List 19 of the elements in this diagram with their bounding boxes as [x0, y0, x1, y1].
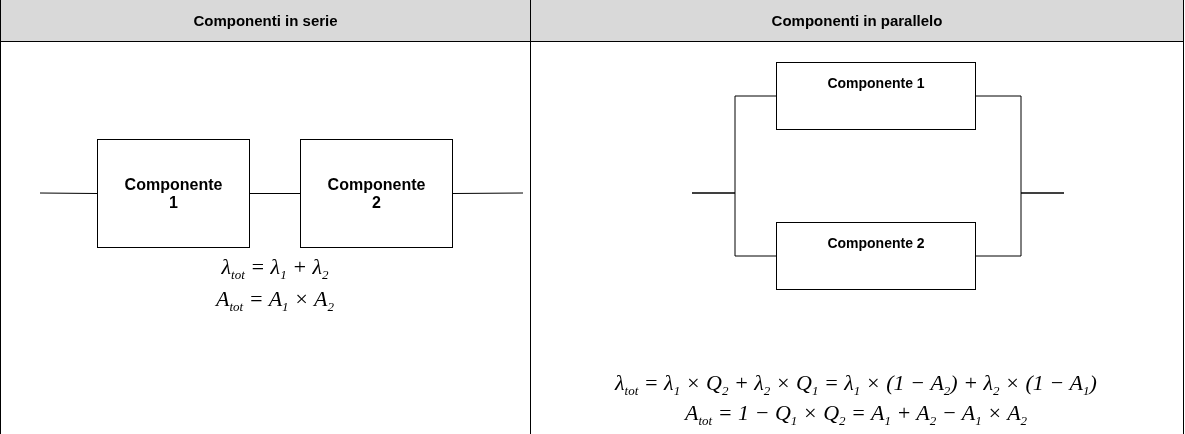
component-box [776, 62, 976, 130]
connecting-line [691, 192, 777, 257]
connecting-line [452, 192, 524, 194]
component-box [776, 222, 976, 290]
component-label: Componente 2 [326, 175, 427, 212]
formula: A$_{tot}$ = A$_{1}$ × A$_{2}$ [216, 286, 334, 316]
formula: A$_{tot}$ = 1 − Q$_{1}$ × Q$_{2}$ = A$_{1}$ + A$_{2}$ − A$_{1}$ × A$_{2}$ [685, 400, 1028, 430]
component-label: Componente 1 [123, 175, 224, 212]
component-box [97, 139, 250, 248]
connecting-line [975, 192, 1065, 257]
formula: λ$_{tot}$ = λ$_{1}$ × Q$_{2}$ + λ$_{2}$ × Q$_{1}$ = λ$_{1}$ × (1 − A$_{2}$) + λ$_{2}$ × (1 − A$_{1}$) [615, 370, 1097, 400]
component-label: Componente 2 [826, 235, 926, 251]
connecting-line [39, 192, 98, 194]
formula: λ$_{tot}$ = λ$_{1}$ + λ$_{2}$ [221, 254, 329, 284]
component-label: Componente 1 [826, 75, 926, 91]
column-header: Componenti in serie [1, 0, 530, 42]
connecting-line [249, 193, 301, 194]
component-box [300, 139, 453, 248]
column-header: Componenti in parallelo [531, 0, 1183, 42]
